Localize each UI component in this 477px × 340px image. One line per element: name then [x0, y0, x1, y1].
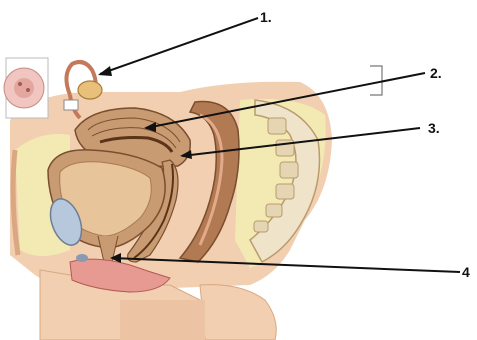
lower-leg-shadow — [120, 300, 205, 340]
callout-4: 4 — [462, 265, 470, 279]
leader-line-1 — [100, 18, 258, 74]
connector-box — [64, 100, 78, 110]
callout-1: 1. — [260, 10, 272, 24]
arrowhead-1 — [98, 66, 112, 76]
ovary-inset-icon — [4, 58, 48, 118]
buttock — [200, 285, 276, 340]
callout-3: 3. — [428, 121, 440, 135]
bracket-icon — [370, 66, 382, 95]
clitoris — [76, 254, 88, 262]
ovary-icon — [78, 81, 102, 99]
callout-2: 2. — [430, 66, 442, 80]
